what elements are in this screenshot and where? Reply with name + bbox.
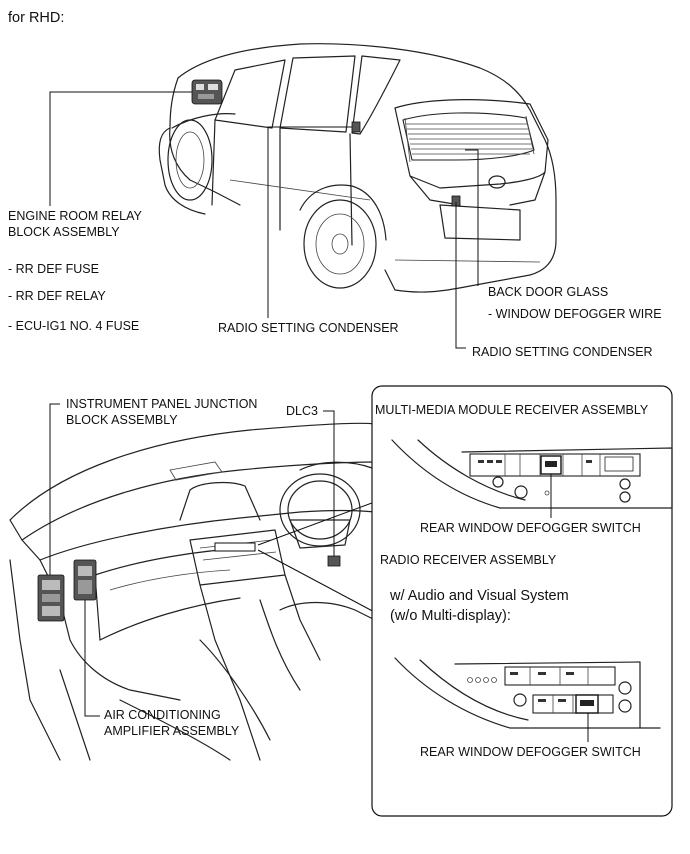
vehicle-rear-illustration bbox=[158, 43, 557, 293]
engine-room-relay-block-icon bbox=[191, 79, 223, 105]
radio-setting-condenser-front-label: RADIO SETTING CONDENSER bbox=[218, 321, 399, 335]
engine-room-relay-label-line1: ENGINE ROOM RELAY bbox=[8, 209, 142, 223]
air-conditioning-amp-label-line2: AMPLIFIER ASSEMBLY bbox=[104, 724, 240, 738]
bottom-leader-lines bbox=[49, 403, 381, 717]
dlc3-connector-icon bbox=[327, 555, 341, 567]
ecu-ig1-fuse-label: - ECU-IG1 NO. 4 FUSE bbox=[8, 319, 139, 333]
rr-def-fuse-label: - RR DEF FUSE bbox=[8, 262, 99, 276]
rr-def-relay-label: - RR DEF RELAY bbox=[8, 289, 106, 303]
air-conditioning-amplifier-icon bbox=[73, 559, 97, 601]
rear-window-defogger-switch-label-1: REAR WINDOW DEFOGGER SWITCH bbox=[420, 521, 641, 535]
instrument-panel-jb-label-line1: INSTRUMENT PANEL JUNCTION bbox=[66, 397, 257, 411]
av-unit-illustration bbox=[394, 657, 661, 742]
window-defogger-wire-label: - WINDOW DEFOGGER WIRE bbox=[488, 307, 662, 321]
av-system-label-line1: w/ Audio and Visual System bbox=[389, 588, 569, 604]
dlc3-label: DLC3 bbox=[286, 404, 318, 418]
multimedia-unit-illustration bbox=[391, 439, 673, 518]
instrument-panel-junction-block-icon bbox=[37, 574, 65, 622]
air-conditioning-amp-label-line1: AIR CONDITIONING bbox=[104, 708, 221, 722]
page-title: for RHD: bbox=[8, 10, 64, 26]
radio-setting-condenser-front-icon bbox=[351, 121, 361, 133]
multimedia-receiver-label: MULTI-MEDIA MODULE RECEIVER ASSEMBLY bbox=[375, 403, 649, 417]
instrument-panel-jb-label-line2: BLOCK ASSEMBLY bbox=[66, 413, 178, 427]
av-system-label-line2: (w/o Multi-display): bbox=[390, 608, 511, 624]
radio-setting-condenser-rear-label: RADIO SETTING CONDENSER bbox=[472, 345, 653, 359]
instrument-panel-illustration bbox=[9, 422, 376, 761]
radio-receiver-label: RADIO RECEIVER ASSEMBLY bbox=[380, 553, 557, 567]
top-leader-lines bbox=[49, 91, 479, 349]
radio-receiver-inset-panel: MULTI-MEDIA MODULE RECEIVER ASSEMBLY bbox=[371, 385, 673, 817]
back-door-glass-label: BACK DOOR GLASS bbox=[488, 285, 608, 299]
engine-room-relay-label-line2: BLOCK ASSEMBLY bbox=[8, 225, 120, 239]
rear-window-defogger-switch-label-2: REAR WINDOW DEFOGGER SWITCH bbox=[420, 745, 641, 759]
